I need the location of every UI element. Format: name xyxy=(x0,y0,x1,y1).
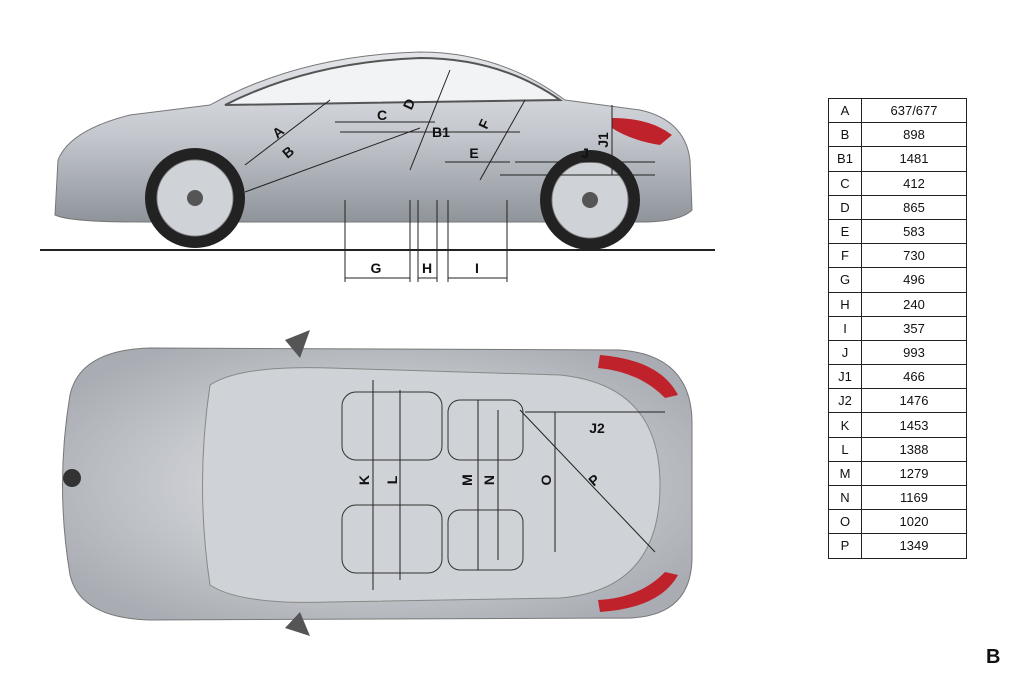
dim-label-o: O xyxy=(538,474,554,486)
dimension-value: 1481 xyxy=(861,146,967,172)
dimension-value: 466 xyxy=(861,364,967,390)
dimension-key: F xyxy=(828,243,862,269)
dim-label-b1: B1 xyxy=(432,124,450,140)
dimension-value: 993 xyxy=(861,339,967,366)
dimension-key: O xyxy=(828,509,862,535)
dimension-value: 240 xyxy=(861,291,967,317)
dim-label-j1: J1 xyxy=(595,132,611,148)
dim-label-g: G xyxy=(370,260,382,276)
figure-label: B xyxy=(986,646,1001,668)
dimension-value: 898 xyxy=(861,122,967,148)
dimension-key: P xyxy=(828,533,862,559)
dimension-value: 637/677 xyxy=(861,97,967,124)
dimension-value: 1020 xyxy=(861,509,967,535)
dim-label-k: K xyxy=(356,474,372,486)
dimension-key: B xyxy=(828,122,862,148)
tail-light xyxy=(612,118,672,145)
dimension-value: 1453 xyxy=(861,412,967,438)
dim-label-h: H xyxy=(421,260,433,276)
dimension-key: K xyxy=(828,412,862,438)
dimension-key: A xyxy=(828,97,862,124)
dim-label-j: J xyxy=(581,145,589,161)
dimension-value: 865 xyxy=(861,194,967,220)
dimension-value: 1388 xyxy=(861,436,967,462)
dimension-key: B1 xyxy=(828,146,862,172)
top-dimension-lines xyxy=(372,380,665,590)
dim-label-i: I xyxy=(475,260,479,276)
dimension-key: J xyxy=(828,339,862,366)
dim-label-n: N xyxy=(481,474,497,486)
car-side-view xyxy=(40,51,715,282)
dimension-key: H xyxy=(828,291,862,317)
mirror xyxy=(285,330,310,358)
dimension-key: I xyxy=(828,315,862,341)
dim-label-j2: J2 xyxy=(589,420,605,436)
dimension-value: 412 xyxy=(861,170,967,196)
side-dimension-lines xyxy=(244,69,655,282)
dimension-value: 1279 xyxy=(861,460,967,487)
dimension-key: N xyxy=(828,484,862,511)
dim-label-l: L xyxy=(384,475,400,485)
mirror xyxy=(285,612,310,636)
brand-emblem xyxy=(63,469,81,487)
rear-wheel xyxy=(540,150,640,250)
dimension-key: G xyxy=(828,267,862,293)
dim-label-e: E xyxy=(469,145,479,161)
dimension-value: 730 xyxy=(861,243,967,269)
dimension-key: D xyxy=(828,194,862,220)
front-wheel xyxy=(145,148,245,248)
dimension-key: J2 xyxy=(828,388,862,414)
dimension-value: 496 xyxy=(861,267,967,293)
dimension-key: J1 xyxy=(828,364,862,390)
dimension-value: 583 xyxy=(861,218,967,245)
dimension-key: E xyxy=(828,218,862,245)
dimension-value: 357 xyxy=(861,315,967,341)
dimension-key: L xyxy=(828,436,862,462)
dimension-key: M xyxy=(828,460,862,487)
dimension-value: 1169 xyxy=(861,484,967,511)
dim-label-m: M xyxy=(459,474,475,486)
seat-outlines xyxy=(341,391,524,574)
dimension-value: 1476 xyxy=(861,388,967,414)
dimension-value: 1349 xyxy=(861,533,967,559)
dim-label-c: C xyxy=(376,107,388,123)
dimension-key: C xyxy=(828,170,862,196)
car-top-view xyxy=(62,330,693,636)
